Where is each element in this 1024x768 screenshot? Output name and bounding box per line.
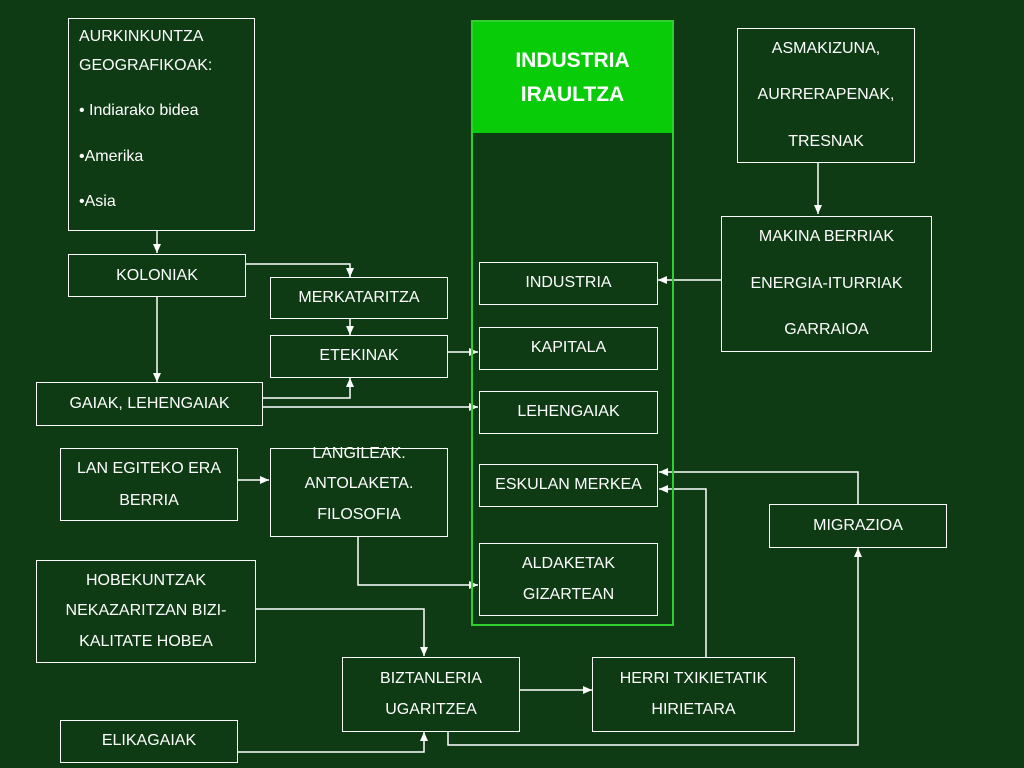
arrow-koloniak-merkataritza	[246, 263, 354, 277]
arrow-langileak-aldaketak	[357, 537, 478, 589]
industria-iraultza-title: INDUSTRIA IRAULTZA	[473, 22, 672, 133]
box-makina-berriak: MAKINA BERRIAK ENERGIA-ITURRIAK GARRAIOA	[721, 216, 932, 352]
arrow-biztanleria-migrazioa	[447, 548, 862, 746]
box-langileak: LANGILEAK. ANTOLAKETA. FILOSOFIA	[270, 445, 448, 537]
asmakizuna-line1: ASMAKIZUNA,	[771, 39, 881, 57]
industria-iraultza-frame	[471, 20, 674, 626]
gaiak-label: GAIAK, LEHENGAIAK	[69, 395, 230, 412]
box-gaiak-lehengaiak: GAIAK, LEHENGAIAK	[36, 382, 263, 426]
merkataritza-label: MERKATARITZA	[298, 288, 420, 306]
herri-line1: HERRI TXIKIETATIK	[619, 670, 768, 688]
industria-label: INDUSTRIA	[525, 274, 612, 292]
aurkinkuntza-line5: •Asia	[79, 192, 116, 210]
box-etekinak: ETEKINAK	[270, 335, 448, 378]
aurkinkuntza-line3: • Indiarako bidea	[79, 102, 199, 120]
makina-line3: GARRAIOA	[784, 321, 869, 339]
makina-line2: ENERGIA-ITURRIAK	[750, 274, 903, 292]
box-eskulan-merkea: ESKULAN MERKEA	[479, 464, 658, 507]
langileak-line2: ANTOLAKETA.	[304, 475, 414, 493]
langileak-line1: LANGILEAK.	[312, 445, 406, 462]
eskulan-label: ESKULAN MERKEA	[495, 476, 642, 494]
box-asmakizuna: ASMAKIZUNA, AURRERAPENAK, TRESNAK	[737, 28, 915, 163]
biztanleria-line1: BIZTANLERIA	[380, 670, 482, 688]
migrazioa-label: MIGRAZIOA	[813, 516, 903, 534]
box-herri-txikietatik: HERRI TXIKIETATIK HIRIETARA	[592, 657, 795, 732]
box-aldaketak-gizartean: ALDAKETAK GIZARTEAN	[479, 543, 658, 616]
box-industria: INDUSTRIA	[479, 262, 658, 305]
box-elikagaiak: ELIKAGAIAK	[60, 720, 238, 763]
title-line1: INDUSTRIA	[515, 48, 630, 72]
title-line2: IRAULTZA	[520, 82, 625, 106]
arrow-gaiak-etekinak	[263, 378, 354, 399]
box-biztanleria: BIZTANLERIA UGARITZEA	[342, 657, 520, 732]
box-kapitala: KAPITALA	[479, 327, 658, 370]
lan-line1: LAN EGITEKO ERA	[76, 460, 222, 478]
arrow-herri-eskulan	[659, 485, 707, 657]
makina-line1: MAKINA BERRIAK	[758, 228, 895, 246]
lehengaiak-label: LEHENGAIAK	[517, 403, 620, 421]
box-lehengaiak: LEHENGAIAK	[479, 391, 658, 434]
box-merkataritza: MERKATARITZA	[270, 277, 448, 319]
hobekuntzak-line3: KALITATE HOBEA	[79, 632, 213, 650]
box-migrazioa: MIGRAZIOA	[769, 504, 947, 548]
elikagaiak-label: ELIKAGAIAK	[101, 732, 197, 750]
box-koloniak: KOLONIAK	[68, 254, 246, 297]
aurkinkuntza-line2: GEOGRAFIKOAK:	[79, 57, 213, 75]
asmakizuna-line3: TRESNAK	[788, 132, 864, 150]
arrow-migrazioa-eskulan	[659, 468, 859, 504]
aldaketak-line2: GIZARTEAN	[522, 585, 615, 603]
etekinak-label: ETEKINAK	[319, 347, 399, 365]
asmakizuna-line2: AURRERAPENAK,	[757, 86, 895, 104]
kapitala-label: KAPITALA	[530, 339, 607, 357]
box-lan-egiteko-era: LAN EGITEKO ERA BERRIA	[60, 448, 238, 521]
box-aurkinkuntza: AURKINKUNTZA GEOGRAFIKOAK: • Indiarako b…	[68, 18, 255, 231]
lan-line2: BERRIA	[119, 491, 179, 509]
arrow-hobekuntzak-biztanleria	[256, 608, 428, 656]
biztanleria-line2: UGARITZEA	[385, 700, 477, 718]
hobekuntzak-line2: NEKAZARITZAN BIZI-	[65, 602, 227, 620]
hobekuntzak-line1: HOBEKUNTZAK	[85, 571, 206, 589]
aldaketak-line1: ALDAKETAK	[521, 555, 616, 573]
koloniak-label: KOLONIAK	[116, 267, 198, 284]
herri-line2: HIRIETARA	[651, 700, 736, 718]
aurkinkuntza-line1: AURKINKUNTZA	[79, 28, 204, 45]
langileak-line3: FILOSOFIA	[317, 505, 401, 523]
aurkinkuntza-line4: •Amerika	[79, 147, 144, 165]
arrow-elikagaiak-biztanleria	[238, 732, 428, 753]
box-hobekuntzak: HOBEKUNTZAK NEKAZARITZAN BIZI- KALITATE …	[36, 560, 256, 663]
